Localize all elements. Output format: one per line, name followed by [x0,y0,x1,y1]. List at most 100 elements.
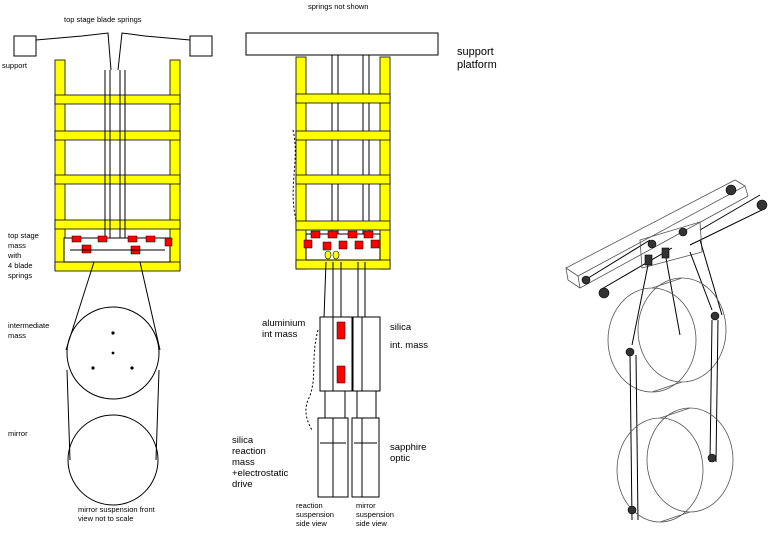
clamp [97,235,108,243]
top-stage-block [639,221,703,269]
label-silica-int-1: silica [390,322,412,333]
bottom-wires [324,391,377,420]
intermediate-cylinder-front [607,287,697,393]
mirror-wires [66,369,160,461]
blade-spring-left [35,32,112,71]
clamp [303,239,313,249]
intermediate-mass [66,306,160,400]
label-mirror: mirror [8,429,28,438]
clamp-dark [710,311,720,321]
clamp-dark [661,247,670,259]
clamp [336,321,346,340]
label-support-platform-1: support [457,46,494,58]
label-mirror-side-2: suspension [356,510,394,519]
label-intermediate-mass-2: mass [8,331,26,340]
label-silica-reaction-2: reaction [232,446,266,457]
pulley [756,199,768,211]
label-silica-reaction-3: mass [232,457,255,468]
lower-wires-3d [629,319,719,521]
label-intermediate-mass-1: intermediate [8,321,49,330]
pulley [678,227,688,237]
clamp-dark [627,505,637,515]
label-sapphire-1: sapphire [390,442,426,453]
clamp [127,235,138,243]
top-beam [565,179,746,277]
left-support-block [13,35,37,57]
clamp [327,230,338,239]
lower-wires [323,261,366,319]
label-silica-int-2: int. mass [390,340,428,351]
pulley [598,287,610,299]
clamp [71,235,82,243]
aluminium-int-mass [319,316,353,392]
clamp-dark [644,254,653,266]
label-top-stage-mass-2: mass [8,241,26,250]
clamp [370,239,380,249]
reaction-lines [320,418,346,497]
right-support-block [189,35,213,57]
dot [91,366,95,370]
wireframe-3d [565,179,768,523]
label-silica-reaction-1: silica [232,435,254,446]
mirror-edges [659,407,691,523]
blade-spring-right [117,32,191,71]
label-top-stage-mass-4: 4 blade [8,261,33,270]
yellow-frame-side [295,56,391,270]
pulley [332,250,340,260]
label-top-stage-mass-5: springs [8,271,32,280]
label-mirror-side-1: mirror [356,501,376,510]
label-aluminium-1: aluminium [262,318,305,329]
label-reaction-side-1: reaction [296,501,323,510]
pulley [647,239,657,249]
dashed-wire-lower [305,329,319,431]
clamp [338,240,348,250]
dot [130,366,134,370]
label-silica-reaction-4: +electrostatic [232,468,288,479]
beam-blades [584,194,767,291]
clamp [363,230,374,239]
label-sapphire-2: optic [390,453,410,464]
label-reaction-side-2: suspension [296,510,334,519]
label-top-stage-mass-3: with [7,251,21,260]
label-aluminium-2: int mass [262,329,298,340]
clamp [164,237,173,247]
label-top-stage-blade-springs: top stage blade springs [64,15,142,24]
front-view: top stage blade springs support top stag… [2,15,213,523]
clamp [310,230,321,239]
pulley [581,275,591,285]
label-front-view-1: mirror suspension front [78,505,156,514]
dot [111,351,115,355]
intermediate-cylinder-back [637,277,727,383]
side-view: springs not shown support platform alumi… [232,2,497,528]
label-mirror-side-3: side view [356,519,387,528]
beam-side [577,185,749,289]
support-platform [245,32,439,56]
label-reaction-side-3: side view [296,519,327,528]
pulley [725,184,737,196]
label-springs-not-shown: springs not shown [308,2,368,11]
clamp [347,230,358,239]
clamp [322,241,332,251]
dot [111,331,115,335]
platform-wires [331,55,370,250]
frame-wires [104,70,126,245]
upper-wires-3d [631,239,723,346]
mirror-cylinder-back [646,407,734,513]
silica-int-mass [352,316,381,392]
beam-end [565,267,581,289]
clamp [145,235,156,243]
clamp [81,244,92,254]
label-silica-reaction-5: drive [232,479,253,490]
label-support-platform-2: platform [457,59,497,71]
intermediate-wires [65,261,161,351]
label-front-view-2: view not to scale [78,514,133,523]
clamp [354,240,364,250]
pulley [324,250,332,260]
optic-lines [354,418,377,497]
clamp-dark [707,453,717,463]
mirror [67,414,159,506]
sapphire-optic [351,417,380,498]
clamp [336,365,346,384]
clamp-dark [625,347,635,357]
